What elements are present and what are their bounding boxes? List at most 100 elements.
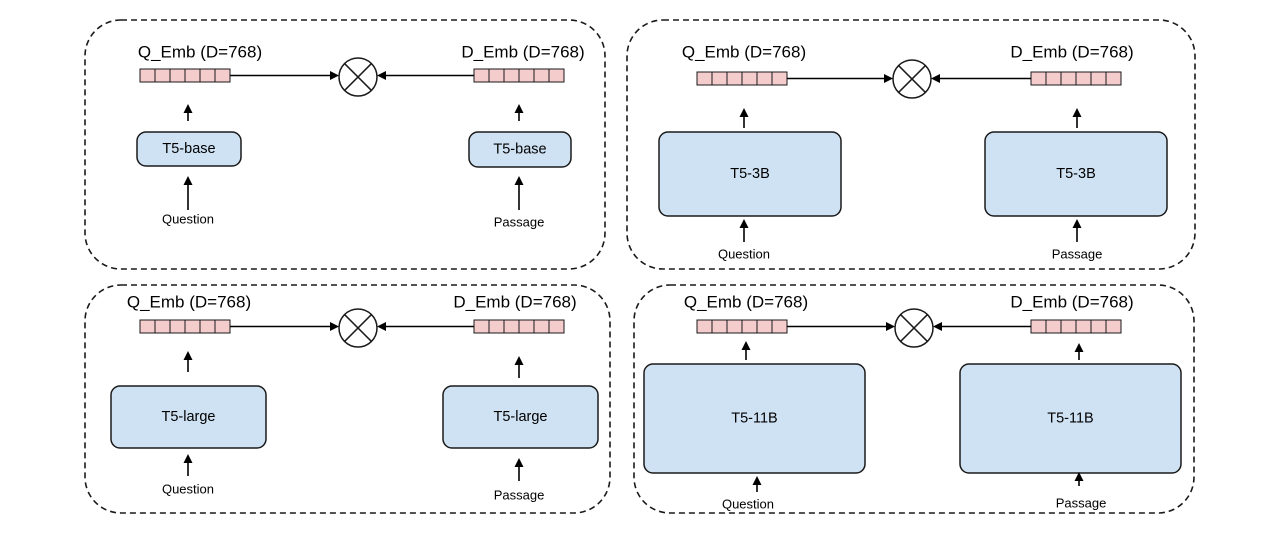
document-encoder-label: T5-11B [1047,410,1093,426]
query-to-operator-arrow-head [886,322,895,331]
question-input-label: Question [718,246,770,261]
document-to-operator-arrow-head [933,322,942,331]
circled-times-icon [892,59,932,99]
embedding-cell [139,319,156,334]
document-to-operator-arrow-head [931,74,940,83]
embedding-cell [473,319,490,334]
embedding-cell [533,319,550,334]
embedding-cell [696,319,713,334]
document-encoder-box [468,131,572,168]
embedding-cell [199,68,216,83]
query-encoder-output-arrow-head [741,341,751,350]
question-input-label: Question [162,481,214,496]
embedding-cell [756,71,773,86]
circled-times-icon [338,57,378,97]
embedding-cell [1030,319,1047,334]
embedding-cell [1060,319,1077,334]
query-embedding-vector [696,319,788,334]
document-embedding-label: D_Emb (D=768) [1010,292,1133,311]
query-encoder-output-arrow [183,104,193,121]
embedding-cell [1045,71,1062,86]
document-to-operator-arrow [377,322,474,331]
document-encoder-output-arrow [514,356,524,378]
query-embedding-vector [139,68,231,83]
document-embedding-vector [473,319,565,334]
embedding-cell [503,319,520,334]
panel-border [626,19,1196,270]
operator-cross-stroke [900,314,928,342]
embedding-cell [139,68,156,83]
query-to-operator-arrow [230,322,339,331]
query-encoder-output-arrow-head [739,108,749,117]
embedding-cell [756,319,773,334]
embedding-cell [548,319,565,334]
document-to-operator-arrow [933,322,1031,331]
document-encoder-output-arrow-head [514,104,524,113]
embedding-cell [1030,71,1047,86]
query-encoder-box [643,363,866,474]
document-embedding-label: D_Emb (D=768) [461,42,584,61]
passage-input-label: Passage [494,214,545,229]
embedding-cell [214,68,231,83]
query-embedding-label: Q_Emb (D=768) [684,292,808,311]
embedding-cell [1075,319,1092,334]
query-to-operator-arrow-head [884,74,893,83]
document-encoder-output-arrow [1074,343,1084,360]
document-encoder-label: T5-3B [1056,166,1096,182]
question-input-arrow [183,454,193,476]
query-embedding-label: Q_Emb (D=768) [127,292,251,311]
document-to-operator-arrow [931,74,1031,83]
query-encoder-label: T5-large [162,409,216,425]
passage-input-arrow [1074,472,1084,486]
document-encoder-output-arrow [1072,108,1082,128]
passage-input-arrow-head [1074,472,1084,481]
document-encoder-output-arrow-head [514,356,524,365]
query-encoder-output-arrow [741,341,751,360]
embedding-cell [1075,71,1092,86]
circled-times-icon [338,308,378,348]
embedding-cell [711,71,728,86]
embedding-cell [1090,319,1107,334]
document-encoder-output-arrow-head [1072,108,1082,117]
passage-input-arrow [1072,219,1082,242]
query-embedding-vector [139,319,231,334]
question-input-arrow-head [183,454,193,463]
question-input-arrow [752,476,762,492]
document-embedding-vector [473,68,565,83]
passage-input-arrow-head [514,458,524,467]
passage-input-arrow-head [514,176,524,185]
query-encoder-label: T5-base [162,141,215,157]
embedding-cell [726,71,743,86]
embedding-cell [711,319,728,334]
query-encoder-box [136,131,242,167]
embedding-cell [488,68,505,83]
document-embedding-vector [1030,319,1122,334]
embedding-cell [533,68,550,83]
query-to-operator-arrow [787,322,895,331]
embedding-cell [1045,319,1062,334]
question-input-arrow [183,176,193,210]
embedding-cell [741,71,758,86]
passage-input-label: Passage [494,487,545,502]
document-encoder-box [984,131,1168,217]
question-input-arrow-head [739,219,749,228]
embedding-cell [1090,71,1107,86]
embedding-cell [1060,71,1077,86]
embedding-cell [488,319,505,334]
embedding-cell [199,319,216,334]
embedding-cell [771,71,788,86]
document-encoder-label: T5-base [493,141,546,157]
passage-input-arrow [514,458,524,481]
operator-cross-stroke [344,314,372,342]
query-to-operator-arrow [787,74,893,83]
document-encoder-box [959,363,1182,474]
question-input-label: Question [722,496,774,511]
panel-border [84,19,606,270]
document-encoder-output-arrow-head [1074,343,1084,352]
document-to-operator-arrow [377,71,474,80]
embedding-cell [169,319,186,334]
embedding-cell [154,68,171,83]
